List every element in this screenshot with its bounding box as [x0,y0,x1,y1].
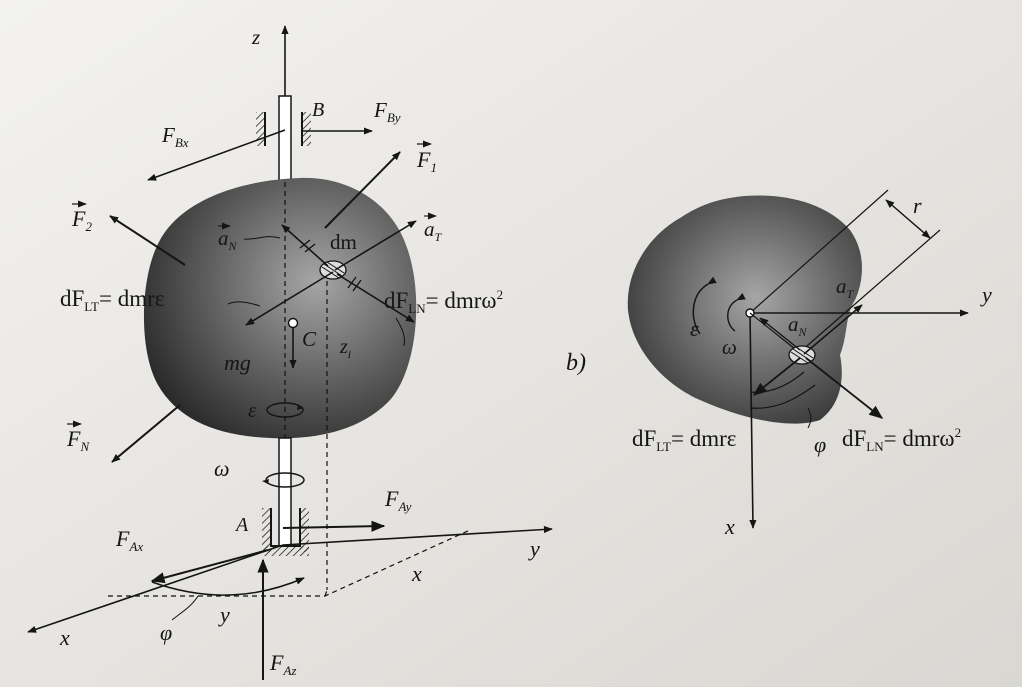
accel-a-n-label: aN [218,226,238,253]
base-x-axis-label: x [59,625,70,650]
accel-a-n-arrow [281,224,329,267]
panel-label-b: b) [566,350,586,376]
point-c-label: C [302,327,317,351]
force-f-az-label: FAz [269,650,296,678]
right-phi-angle-arc [749,384,816,409]
right-figure: b) r y x ε ω aN aT [566,189,992,539]
force-f-bx-label: FBx [161,123,189,150]
force-f-ay-label: FAy [384,486,412,514]
omega-label: ω [214,456,230,481]
force-f2-label: F2 [71,206,92,234]
bearing-b-left-hatch [256,112,265,146]
force-f2-arrow [109,215,186,266]
phi-label: φ [160,620,172,645]
right-accel-a-n-arrow [759,317,801,351]
lower-shaft [278,437,292,547]
point-b-label: B [312,99,324,121]
z-i-label: zi [339,336,351,361]
force-f-ax-label: FAx [115,526,143,554]
left-figure: z B FBy FBx F1 F2 [27,25,553,680]
right-epsilon-rotation-arrow [692,276,717,335]
right-accel-a-t-label: aT [836,274,855,301]
right-accel-a-n-label: aN [788,312,808,339]
base-y-axis-label: y [528,536,540,561]
force-fn-label: FN [66,426,90,454]
force-f-bx-arrow [147,129,286,181]
z-axis-label: z [251,25,260,49]
force-f-by-label: FBy [373,98,401,125]
right-force-df-ln-label: dFLN= dmrω2 [842,425,961,454]
bearing-a-bottom-hatch [262,546,309,556]
force-f-ay-arrow [282,520,386,532]
force-df-lt-label: dFLT= dmrε [60,286,164,314]
radius-r-label: r [913,193,922,218]
force-df-lt-arrow [245,271,334,326]
base-y-axis [282,525,553,546]
force-fn-arrow [111,404,181,463]
accel-a-t-arrow [334,220,417,271]
base-x-axis [27,544,284,633]
phi-angle-arc [151,577,305,596]
right-phi-label: φ [814,432,826,457]
right-force-df-lt-arrow [752,357,801,396]
floor-x-label: x [411,561,422,586]
force-df-ln-label: dFLN= dmrω2 [384,287,503,316]
rigid-body-cross-section [627,195,862,424]
epsilon-rotation-arrow [266,402,304,418]
right-omega-label: ω [722,335,737,359]
point-a-label: A [234,514,249,536]
right-epsilon-label: ε [690,316,699,341]
right-force-df-lt-label: dFLT= dmrε [632,426,736,454]
force-f1-arrow [324,151,401,229]
right-accel-a-t-arrow [803,304,863,355]
bearing-a-right-hatch [300,508,309,552]
bearing-a-left-hatch [262,508,271,552]
weight-mg-label: mg [224,350,251,375]
force-f-ax-arrow [150,549,269,584]
floor-y-label: y [218,602,230,627]
force-f1-label: F1 [416,147,437,175]
force-df-ln-arrow [336,273,415,323]
right-omega-rotation-arrow [727,292,746,332]
dm-label: dm [330,230,357,254]
bearing-b-right-hatch [302,112,311,146]
floor-projection-dashed [108,529,471,597]
epsilon-label: ε [248,398,257,422]
center-of-mass-c [287,317,299,329]
right-x-axis [749,312,757,529]
right-y-axis-label: y [980,282,992,307]
accel-a-t-label: aT [424,217,443,244]
right-force-df-ln-arrow [805,357,884,419]
upper-shaft [278,95,292,187]
rigid-body [143,177,417,439]
right-x-axis-label: x [724,514,735,539]
